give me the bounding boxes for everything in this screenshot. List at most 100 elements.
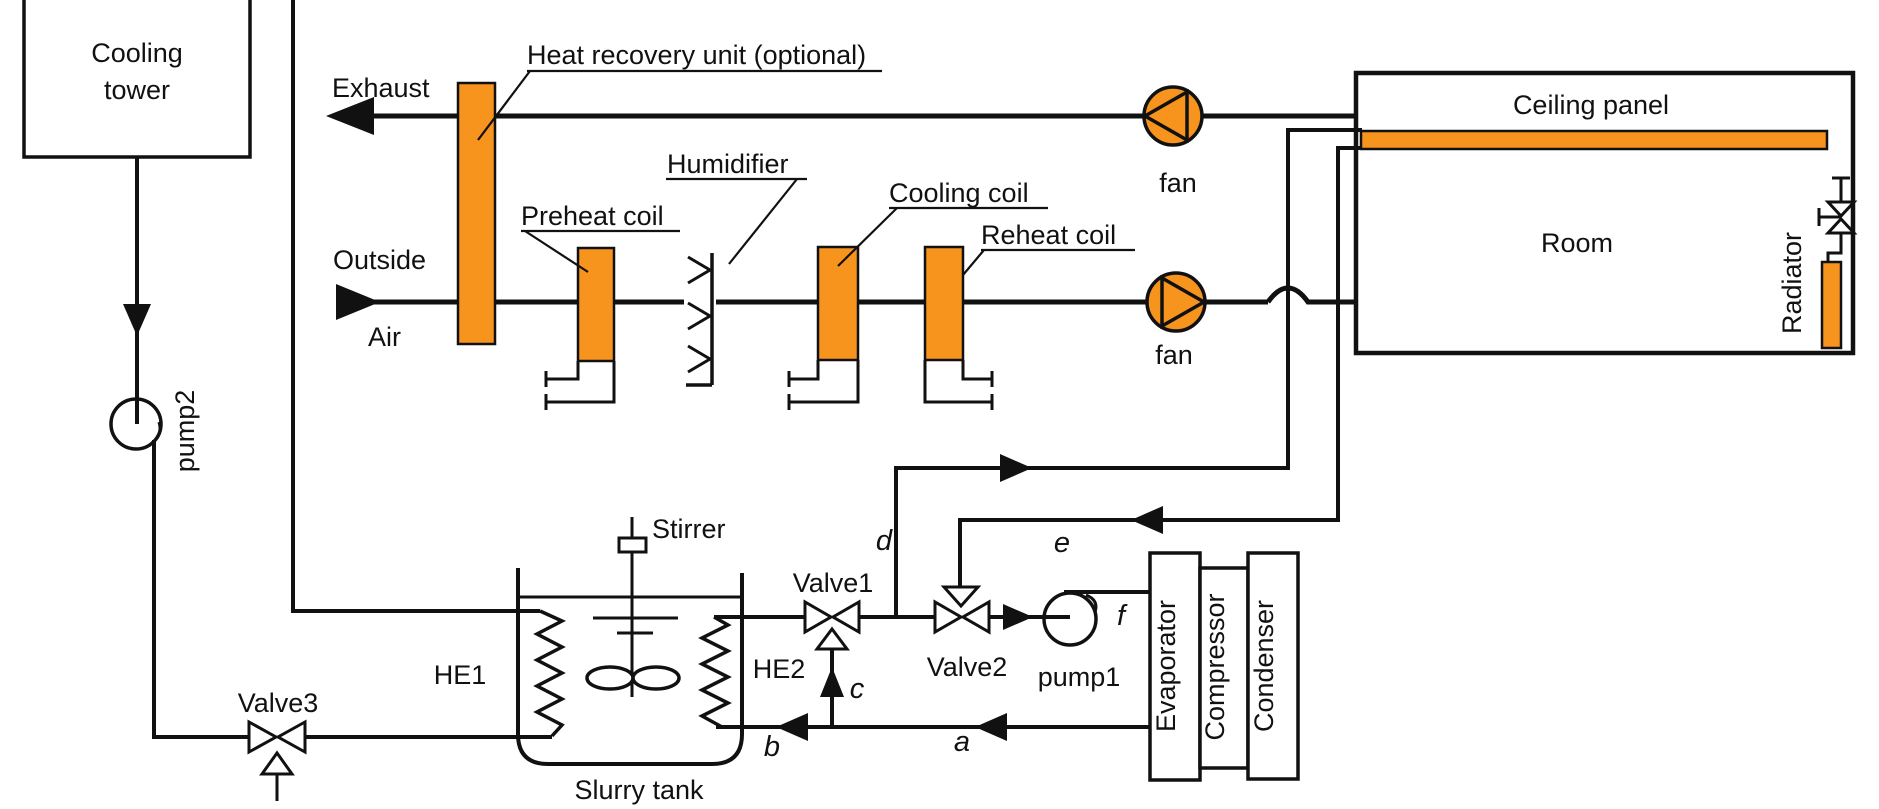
preheat-coil [576, 246, 616, 363]
compressor-label: Compressor [1200, 593, 1230, 740]
flow-arrow-a-icon [975, 713, 1007, 741]
reheat-coil-label: Reheat coil [981, 220, 1116, 250]
radiator-assembly [1817, 176, 1858, 350]
valve3-left-triangle [247, 719, 280, 755]
outside-label: Outside [333, 245, 426, 275]
stirrer-blade-left [585, 665, 635, 691]
pump2-outlet-pipe [152, 440, 249, 739]
outside-air-arrow-icon [336, 284, 380, 320]
flow-arrow-pump1-icon [1003, 604, 1033, 630]
radiator-valve-bottom-triangle [1824, 216, 1858, 235]
pump1 [989, 590, 1150, 647]
pump2 [109, 157, 249, 739]
cooling-tower-label-1: Cooling [91, 38, 183, 68]
state-point-c: c [850, 673, 865, 705]
radiator-bar [1820, 260, 1843, 350]
air-handling [326, 81, 1358, 410]
condenser-box [1246, 551, 1300, 781]
cooling-coil-leader [837, 206, 1048, 267]
flow-arrow-right-icon [1000, 454, 1032, 482]
ceiling-panel-bar [1359, 129, 1829, 151]
valve3-label: Valve3 [238, 688, 319, 718]
preheat-coil-leader [521, 229, 680, 273]
valve3 [247, 719, 552, 801]
valve1-right-triangle [829, 599, 861, 635]
he2-label: HE2 [753, 654, 806, 684]
radiator-valve-top-triangle [1824, 200, 1858, 219]
reheat-coil [923, 245, 965, 362]
compressor-box [1198, 566, 1250, 770]
preheat-coil-label: Preheat coil [521, 201, 664, 231]
cooling-tower [22, 0, 252, 159]
he1-coil [533, 609, 566, 738]
valve1 [803, 599, 861, 651]
state-point-f: f [1117, 600, 1128, 632]
pump2-label: pump2 [170, 390, 200, 473]
valve1-label: Valve1 [793, 568, 874, 598]
slurry-loop-pipes [714, 128, 1362, 741]
humidifier-symbol [686, 253, 714, 387]
supply-fan [1145, 271, 1208, 333]
ceiling-panel-label: Ceiling panel [1513, 90, 1669, 120]
heat-recovery-label: Heat recovery unit (optional) [527, 40, 866, 70]
evaporator-box [1148, 551, 1202, 782]
exhaust-fan [1141, 85, 1204, 147]
cooling-coil-label: Cooling coil [889, 178, 1029, 208]
cooling-tower-return-pipe [291, 0, 540, 613]
valve2-left-triangle [933, 599, 965, 635]
tank-outline [516, 568, 744, 766]
cooling-coil-pipes [787, 360, 860, 410]
line-e-pipe [958, 146, 1362, 586]
valve2-top-port [940, 585, 982, 609]
pump1-volute [1085, 593, 1098, 613]
supply-fan-blade-icon [1160, 274, 1208, 330]
cooling-tower-box [22, 0, 252, 159]
text-labels: Cooling tower pump2 Valve3 Exhaust Outsi… [91, 38, 1807, 805]
tower-return-pipe [291, 0, 540, 613]
condenser-label: Condenser [1249, 600, 1279, 732]
evaporator-label: Evaporator [1151, 600, 1181, 732]
state-point-d: d [876, 525, 893, 557]
supply-fan-label: fan [1155, 340, 1193, 370]
slurry-tank [516, 517, 744, 766]
state-point-a: a [954, 726, 970, 758]
valve1-bottom-port [814, 626, 850, 651]
valve1-left-triangle [803, 599, 835, 635]
preheat-coil-pipes [544, 361, 616, 410]
humidifier-body [686, 253, 714, 387]
exhaust-label: Exhaust [332, 73, 430, 103]
flow-arrow-c-icon [820, 667, 844, 697]
reheat-coil-pipes [923, 360, 994, 410]
valve3-right-triangle [274, 719, 307, 755]
exhaust-fan-label: fan [1159, 168, 1197, 198]
flow-arrow-down-icon [123, 304, 151, 336]
room-box [1353, 70, 1856, 356]
pump1-label: pump1 [1038, 662, 1121, 692]
supply-duct-hop [1265, 285, 1358, 305]
air-label: Air [368, 322, 401, 352]
heat-recovery-leader [477, 69, 882, 141]
stirrer-blade-right [631, 665, 681, 691]
humidifier-leader [666, 177, 807, 265]
valve2 [933, 585, 991, 635]
room [1353, 70, 1856, 356]
stirrer-motor [617, 536, 648, 554]
valve2-right-triangle [959, 599, 991, 635]
valve2-label: Valve2 [927, 652, 1008, 682]
radiator-label: Radiator [1777, 232, 1807, 334]
state-point-b: b [764, 731, 780, 763]
state-point-e: e [1054, 527, 1070, 559]
stirrer-label: Stirrer [652, 514, 726, 544]
flow-arrow-b-icon [776, 713, 808, 741]
valve3-bottom-port [259, 750, 295, 776]
humidifier-nozzle-3 [687, 344, 713, 374]
label-leaders [477, 69, 1135, 276]
slurry-tank-label: Slurry tank [574, 775, 704, 805]
he1-label: HE1 [434, 660, 487, 690]
flow-arrow-left-icon [1131, 506, 1163, 534]
radiator-valve-stems [1817, 176, 1850, 262]
humidifier-label: Humidifier [667, 149, 789, 179]
chiller [1148, 551, 1300, 782]
